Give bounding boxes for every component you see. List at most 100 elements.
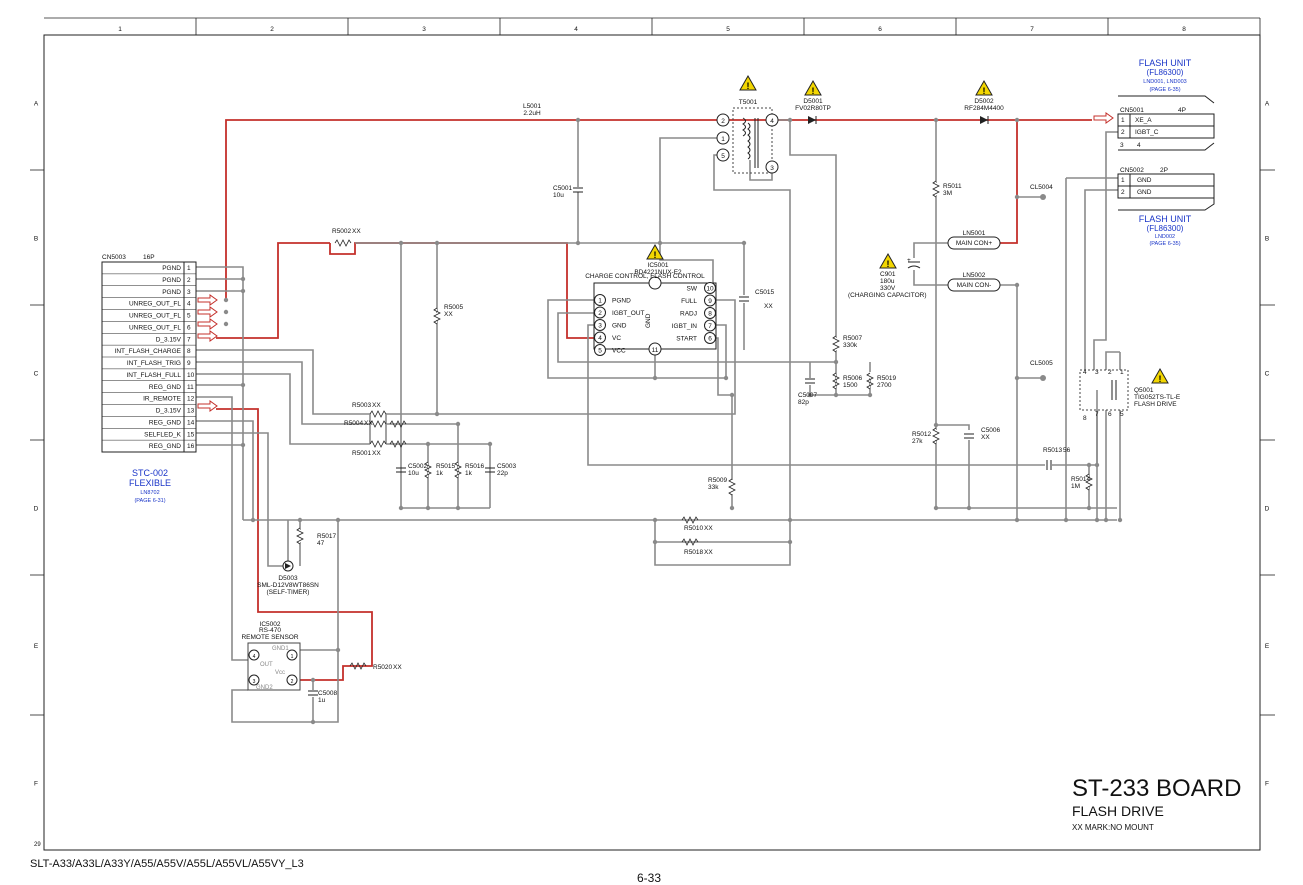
d5003-desc: (SELF-TIMER) (267, 589, 310, 596)
d5002-ref: D5002 (974, 98, 994, 105)
cl5004-label: CL5004 (1030, 184, 1053, 191)
l5001-ref: L5001 (523, 103, 541, 110)
ic5001-pin-number: 5 (598, 348, 602, 355)
column-label: 5 (726, 26, 730, 33)
cn5003-pin-number: 11 (187, 384, 194, 391)
q5001-pin5: 5 (1120, 411, 1124, 418)
component-ref: R5009 (708, 477, 728, 484)
q5001-pin2: 2 (1108, 369, 1112, 376)
component-ref: C5008 (318, 690, 338, 697)
component-value: 1M (1071, 483, 1080, 490)
junction-dot (335, 517, 341, 523)
ic5001-pin-circle (704, 294, 716, 307)
row-label: B (34, 236, 38, 243)
resistor-symbol (433, 307, 441, 325)
cn5003-ref: CN5003 (102, 254, 126, 261)
svg-text:!: ! (887, 259, 890, 269)
ic5001-pin-number: 2 (598, 310, 602, 317)
component-ref: R5019 (877, 375, 897, 382)
ic5001-pin-circle (594, 344, 606, 356)
ic5002-pin2: 2 (291, 679, 294, 685)
connector-cn5002: 1 GND 2 GND CN5002 2P FLASH UNIT (FL8630… (1117, 167, 1215, 247)
cn5001-pin4: 4 (1137, 142, 1141, 149)
column-label: 6 (878, 26, 882, 33)
cn5002-caption3: LND002 (1155, 234, 1175, 240)
junction-dot (833, 392, 839, 398)
junction-dot (729, 392, 735, 398)
cn5003-caption3: LN8702 (140, 490, 159, 496)
junction-dot (741, 240, 747, 246)
cn5003-pin-name: SELFLED_K (144, 431, 182, 438)
junction-dot (1014, 194, 1020, 200)
l5001-value: 2.2uH (523, 110, 541, 117)
cn5001-pin2-name: IGBT_C (1135, 129, 1159, 136)
component-value: XX (981, 434, 990, 441)
ic5001-pin-circle (594, 294, 606, 306)
component-ref: C5006 (981, 427, 1001, 434)
t5001-pin-c: 5 (721, 153, 725, 160)
component-value: 22p (497, 470, 508, 477)
cn5001-pin1: 1 (1121, 117, 1125, 124)
d5002-part: RF284M4400 (964, 105, 1004, 112)
junction-dot (787, 517, 793, 523)
ic5001-pin-name: FULL (681, 298, 697, 305)
cn5002-pin1-name: GND (1137, 177, 1152, 184)
connector-cn5001: 1 XE_A 2 IGBT_C 3 4 CN5001 4P FLASH UNIT… (1117, 58, 1215, 151)
resistor-symbol (932, 427, 940, 445)
component-ref: R5020 (373, 664, 393, 671)
cn5002-caption4: (PAGE 6-35) (1149, 241, 1180, 247)
q5001-pin3: 3 (1095, 369, 1099, 376)
resistor-symbol (681, 538, 699, 546)
junction-dot (398, 505, 404, 511)
ic5001-ref: IC5001 (648, 262, 669, 269)
cn5003-pin-number: 4 (187, 301, 191, 308)
component-value: XX (372, 402, 381, 409)
resistor-symbol (389, 440, 407, 448)
q5001-part: TIG052TS-TL-E (1134, 394, 1181, 401)
ic5001-pin-name: IGBT_IN (672, 323, 698, 330)
cn5003-pin-name: UNREG_OUT_FL (129, 324, 181, 331)
row-label: D (1265, 506, 1270, 513)
ic5001-pin-number: 9 (708, 298, 712, 305)
svg-text:!: ! (747, 81, 750, 91)
cn5002-pins: 2P (1160, 167, 1168, 174)
junction-dot (1103, 517, 1109, 523)
component-value: 33k (708, 484, 719, 491)
resistor-symbol (424, 461, 432, 479)
q5001-pin6: 6 (1108, 411, 1112, 418)
cn5003-pin-number: 3 (187, 289, 191, 296)
ic5002-vcc: Vcc (275, 670, 285, 676)
row-label: F (1265, 781, 1269, 788)
ic5001-pin-circle (594, 331, 606, 344)
ic5001-pin-name: VCC (612, 348, 626, 355)
cn5003-pin-name: REG_GND (149, 443, 181, 450)
component-ref: R5016 (465, 463, 485, 470)
cn5003-pin-number: 7 (187, 336, 191, 343)
resistor-symbol (681, 516, 699, 524)
junction-dot (652, 517, 658, 523)
junction-dot (297, 517, 303, 523)
junction-dot (250, 517, 256, 523)
ic5001-pin11: 11 (652, 347, 659, 354)
cn5001-pin2: 2 (1121, 129, 1125, 136)
resistor-symbol (866, 372, 874, 390)
column-label: 7 (1030, 26, 1034, 33)
d5001-part: FV02R80TP (795, 105, 831, 112)
ic5001-pin-circle (594, 319, 606, 331)
component-ref: C5015 (755, 289, 775, 296)
warning-icon: ! (975, 79, 993, 96)
cn5003-pin-name: PGND (162, 265, 181, 272)
junction-dot (575, 117, 581, 123)
component-ref: R5013 (1043, 447, 1063, 454)
row-label: A (1265, 101, 1270, 108)
t5001-ref: T5001 (739, 99, 758, 106)
column-label: 1 (118, 26, 122, 33)
cn5003-pin-number: 8 (187, 348, 191, 355)
ic5001-pin-circle (594, 306, 606, 319)
component-ref: R5006 (843, 375, 863, 382)
component-value: 56 (1063, 447, 1071, 454)
warning-icon: ! (739, 74, 757, 91)
cn5002-caption2: (FL86300) (1147, 224, 1184, 233)
ic5001-pin-number: 6 (708, 336, 712, 343)
